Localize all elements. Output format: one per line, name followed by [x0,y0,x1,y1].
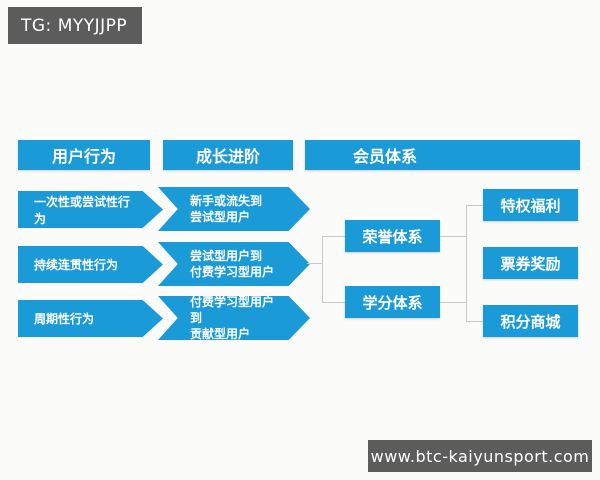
behavior-arrow-one-time: 一次性或尝试性行为 [18,191,163,228]
header-membership: 会员体系 [305,140,580,170]
growth-arrow-trial-to-paid-line1: 尝试型用户到 [190,248,263,263]
behavior-arrow-continuous-label: 持续连贯性行为 [34,258,119,272]
growth-arrow-trial-to-paid-line2: 付费学习型用户 [190,265,275,279]
node-honor-system: 荣誉体系 [345,220,440,252]
header-membership-label: 会员体系 [353,147,418,166]
growth-arrow-novice-line1: 新手或流失到 [190,193,263,208]
header-user-behavior-label: 用户行为 [51,147,116,166]
connector-rail-to-points-mall [466,321,483,322]
connector-systems-bracket-vertical [322,236,323,303]
connector-rail-to-privilege [466,205,483,206]
node-honor-system-label: 荣誉体系 [362,227,423,246]
connector-benefits-rail-vertical [466,205,467,321]
connector-growth-to-bracket [307,263,323,264]
growth-arrow-novice: 新手或流失到 尝试型用户 [158,187,310,231]
node-points-mall-label: 积分商城 [500,312,561,331]
node-ticket-rewards-label: 票券奖励 [500,254,561,273]
behavior-arrow-continuous: 持续连贯性行为 [18,246,163,283]
behavior-arrow-periodic: 周期性行为 [18,300,163,337]
growth-arrow-paid-to-contributor: 付费学习型用户到 贡献型用户 [158,296,310,340]
website-url: www.btc-kaiyunsport.com [370,446,590,466]
header-user-behavior: 用户行为 [18,140,150,170]
node-credit-system-label: 学分体系 [362,293,423,312]
growth-arrow-novice-line2: 尝试型用户 [190,210,251,224]
node-privilege-benefits: 特权福利 [483,189,578,221]
telegram-badge: TG: MYYJJPP [8,7,142,44]
growth-arrow-paid-to-contributor-line2: 贡献型用户 [190,327,251,342]
behavior-arrow-one-time-label: 一次性或尝试性行为 [34,194,131,226]
node-ticket-rewards: 票券奖励 [483,247,578,279]
header-growth-label: 成长进阶 [195,147,260,166]
connector-bracket-to-credit [322,302,345,303]
behavior-arrow-periodic-label: 周期性行为 [34,312,95,326]
node-privilege-benefits-label: 特权福利 [500,196,561,215]
connector-bracket-to-honor [322,236,345,237]
connector-honor-to-rail [440,236,466,237]
connector-credit-to-rail [440,302,466,303]
node-credit-system: 学分体系 [345,286,440,318]
website-badge: www.btc-kaiyunsport.com [368,440,592,472]
telegram-handle: TG: MYYJJPP [21,15,128,36]
growth-arrow-trial-to-paid: 尝试型用户到 付费学习型用户 [158,242,310,286]
growth-arrow-paid-to-contributor-line1: 付费学习型用户到 [190,294,275,325]
node-points-mall: 积分商城 [483,305,578,337]
header-growth: 成长进阶 [163,140,293,170]
